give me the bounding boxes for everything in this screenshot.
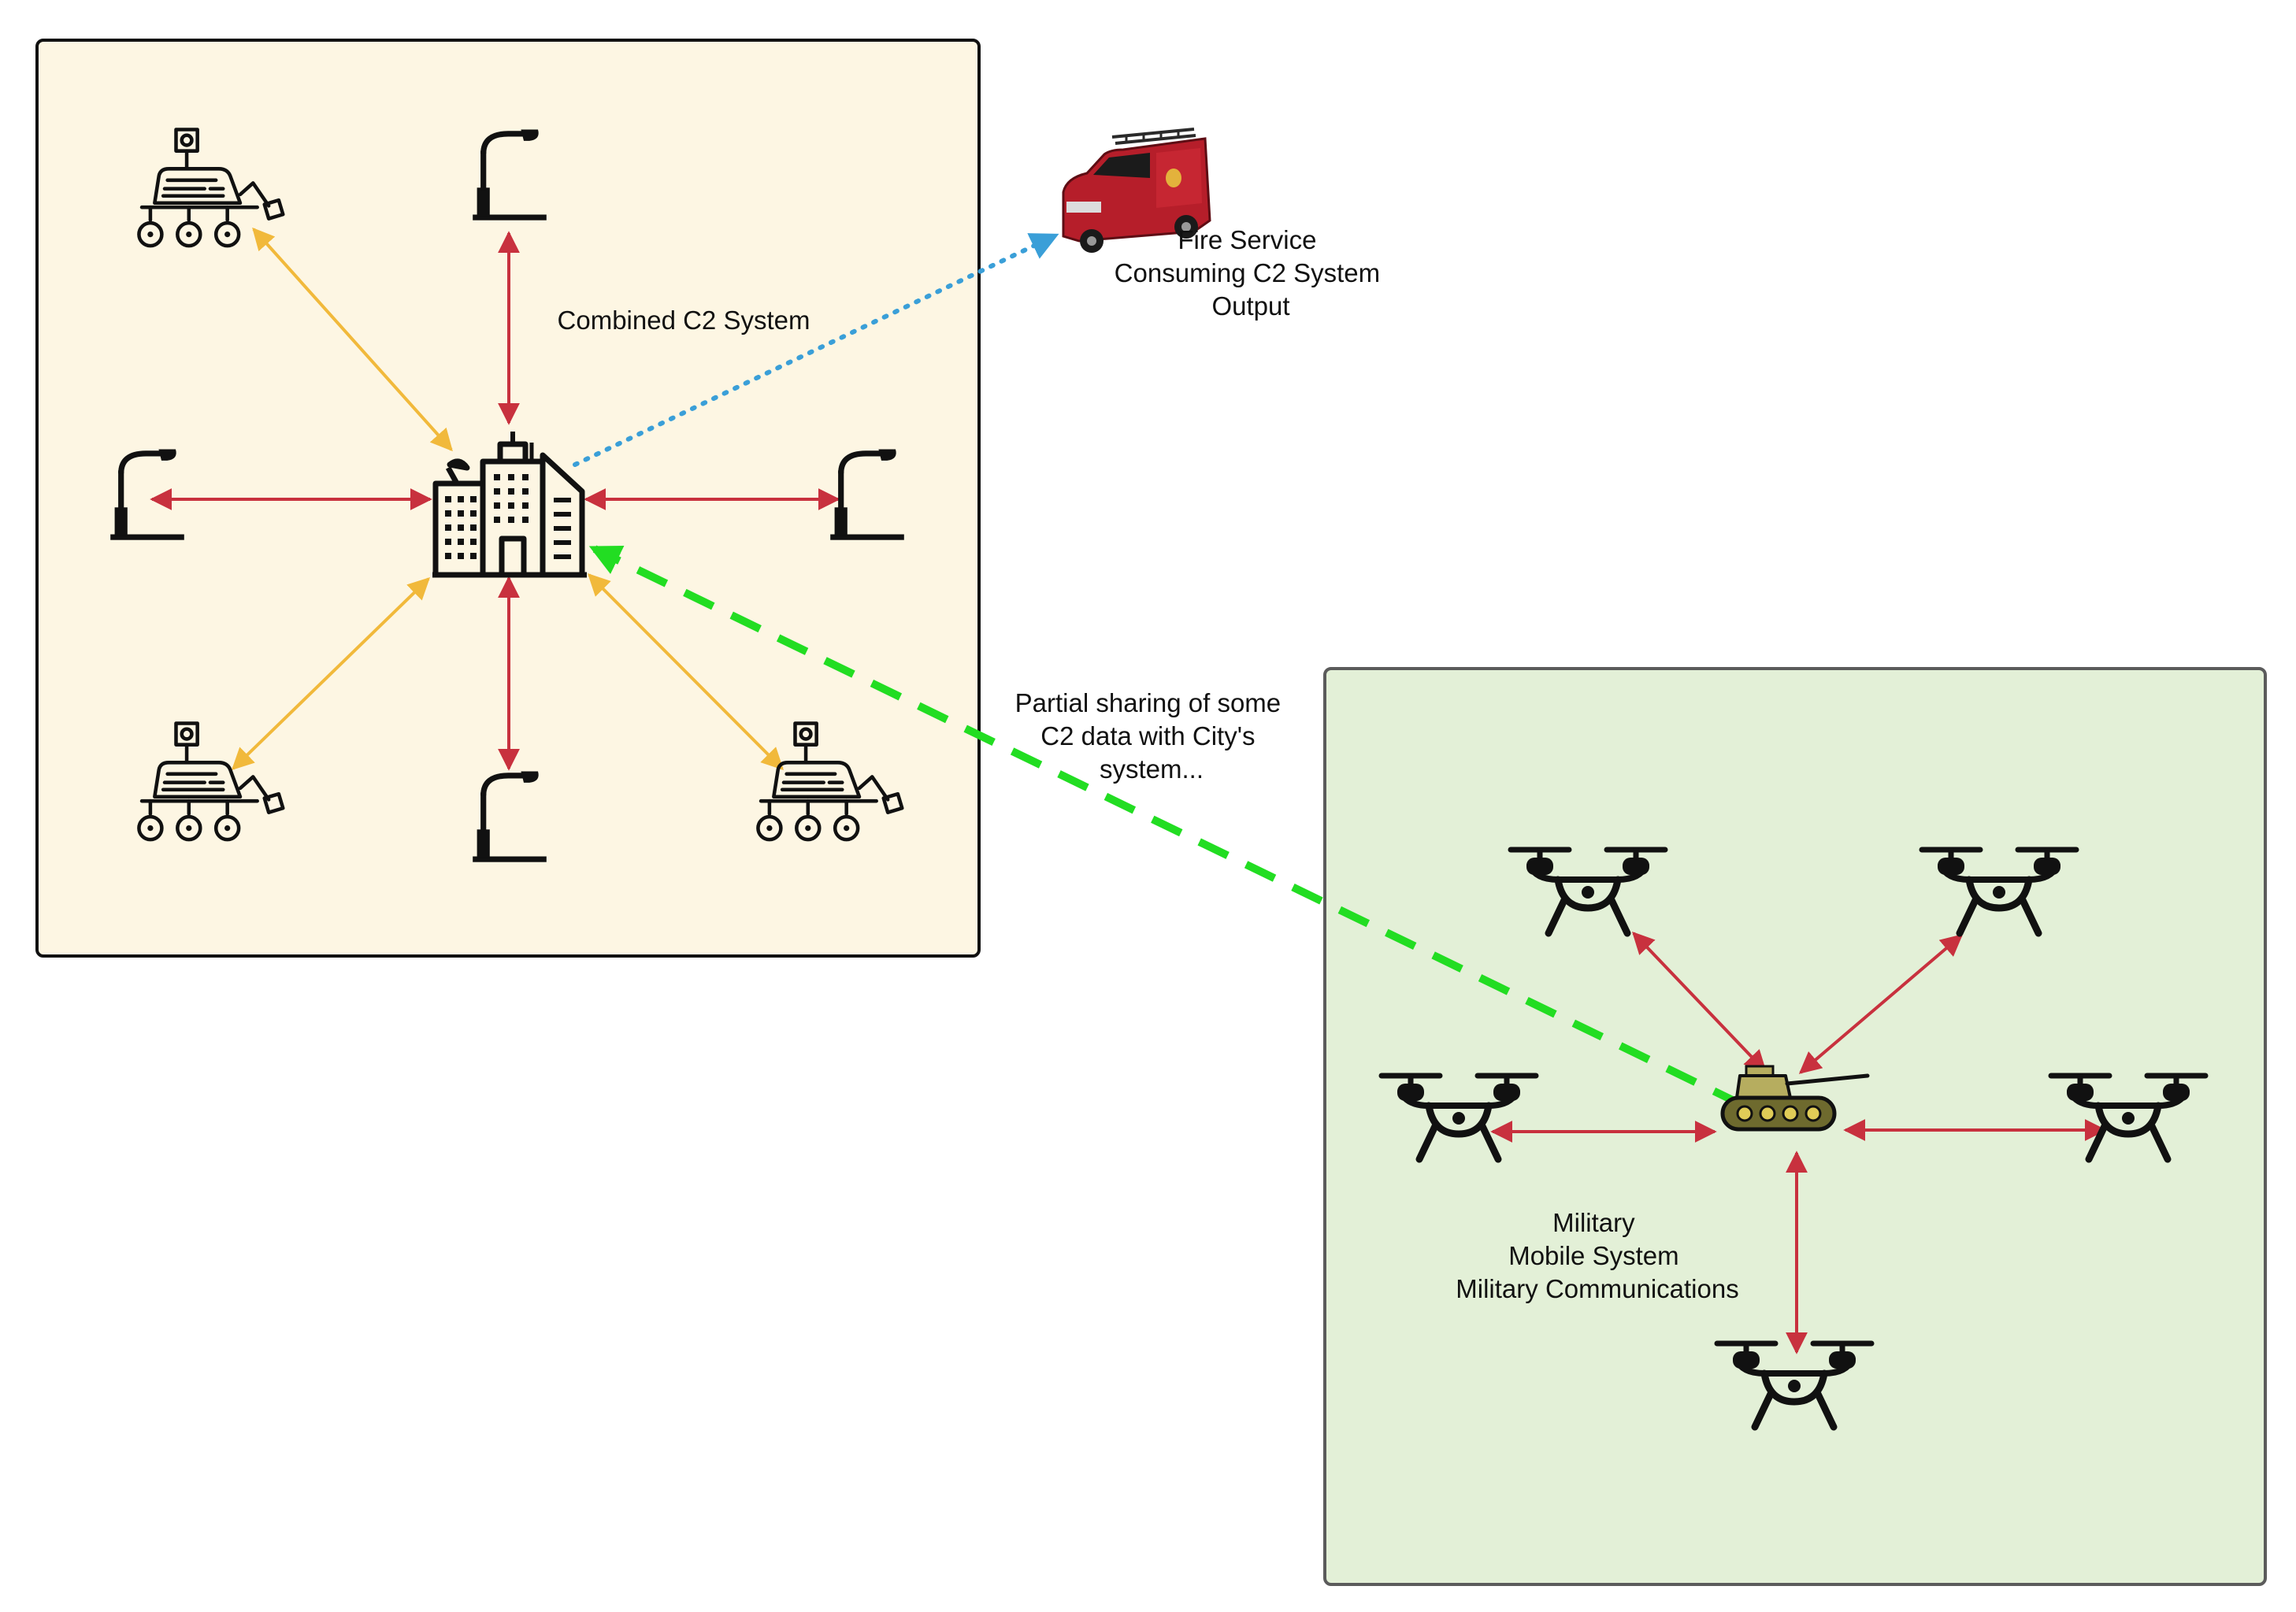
link-tank-drone-top-left [1632, 931, 1767, 1073]
military-red-links [1490, 931, 2107, 1354]
city-building-icon [432, 432, 587, 578]
fire-service-label: Fire Service Consuming C2 System Output [1115, 225, 1388, 321]
link-hub-rover-bottom-right [588, 573, 784, 770]
sharing-note-label: Partial sharing of some C2 data with Cit… [1015, 688, 1289, 784]
city-red-links [150, 231, 840, 771]
link-hub-rover-bottom-left [231, 577, 431, 770]
city-yellow-links [231, 227, 784, 770]
military-tank-icon [1720, 1065, 1870, 1132]
military-panel-label: Military Mobile System Military Communic… [1456, 1208, 1738, 1303]
link-military-sharing [588, 545, 1745, 1109]
fire-truck-icon [1062, 128, 1211, 253]
link-hub-rover-top-left [252, 227, 453, 452]
city-panel-title: Combined C2 System [558, 306, 810, 335]
link-tank-drone-top-right [1798, 934, 1964, 1074]
